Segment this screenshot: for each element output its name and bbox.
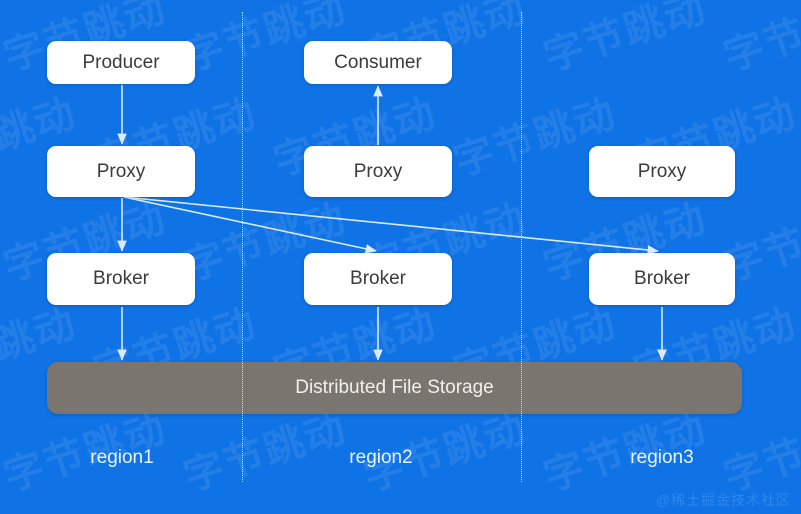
node-broker3[interactable]: Broker [589, 253, 735, 305]
region-label-region2: region2 [349, 447, 413, 468]
node-label: Consumer [334, 51, 422, 73]
node-label: Broker [93, 268, 149, 289]
node-label: Proxy [96, 160, 146, 182]
node-proxy2[interactable]: Proxy [304, 146, 452, 197]
node-label: Broker [634, 268, 690, 289]
node-producer[interactable]: Producer [47, 41, 195, 84]
storage-label: Distributed File Storage [295, 377, 494, 398]
node-label: Broker [350, 268, 406, 289]
node-consumer[interactable]: Consumer [304, 41, 452, 84]
node-proxy3[interactable]: Proxy [589, 146, 735, 197]
community-credit-watermark: @稀土掘金技术社区 [655, 492, 791, 508]
node-proxy1[interactable]: Proxy [47, 146, 195, 197]
node-broker2[interactable]: Broker [304, 253, 452, 305]
edge-group [117, 85, 667, 361]
divider-2-3 [521, 12, 522, 482]
node-label: Proxy [353, 160, 403, 182]
region-label-region1: region1 [90, 447, 154, 468]
distributed-file-storage-bar[interactable]: Distributed File Storage [47, 362, 742, 414]
node-label: Proxy [637, 160, 687, 182]
edge-proxy1-to-broker2 [123, 196, 377, 254]
node-broker1[interactable]: Broker [47, 253, 195, 305]
divider-1-2 [242, 12, 243, 482]
edge-proxy1-to-broker3 [123, 196, 659, 255]
region-label-region3: region3 [630, 447, 694, 468]
node-label: Producer [82, 51, 160, 73]
